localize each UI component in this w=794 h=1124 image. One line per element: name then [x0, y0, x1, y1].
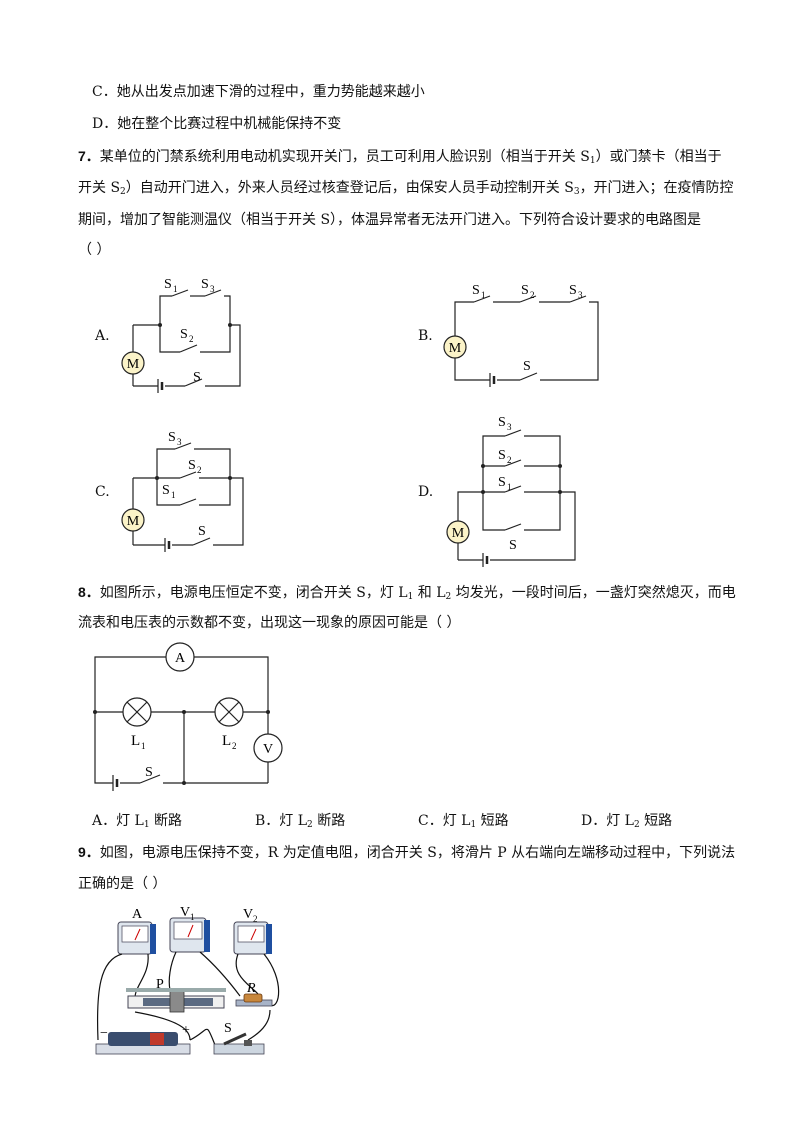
- q8-switch-label: S: [145, 765, 153, 780]
- q8-option-b: B．灯 L2 断路: [255, 813, 346, 830]
- svg-text:1: 1: [171, 490, 176, 500]
- svg-text:2: 2: [530, 290, 535, 300]
- q9-resistor-label: R: [246, 981, 256, 996]
- q7-option-d-label: D.: [418, 484, 434, 500]
- q7d-motor-label: M: [452, 526, 465, 541]
- q9-battery-minus: −: [100, 1026, 108, 1041]
- q7-option-b-label: B.: [418, 328, 433, 344]
- svg-text:S: S: [198, 524, 206, 539]
- q9-v2-label: V: [243, 907, 253, 922]
- q8-option-d: D．灯 L2 短路: [581, 813, 673, 830]
- svg-text:S: S: [498, 415, 506, 430]
- q7-stem-line1: 7．某单位的门禁系统利用电动机实现开关门，员工可利用人脸识别（相当于开关 S1）…: [78, 148, 722, 166]
- q9-switch-label: S: [224, 1021, 232, 1036]
- q6-option-d: D．她在整个比赛过程中机械能保持不变: [92, 116, 342, 132]
- q7c-motor-label: M: [127, 514, 140, 529]
- q7b-motor-label: M: [449, 341, 462, 356]
- q8-lamp1-label: L: [131, 733, 140, 749]
- q7-option-c-label: C.: [95, 484, 110, 500]
- q7-stem-line2: 开关 S2）自动开门进入，外来人员经过核查登记后，由保安人员手动控制开关 S3，…: [78, 180, 734, 197]
- svg-text:3: 3: [507, 422, 512, 432]
- svg-text:S: S: [523, 359, 531, 374]
- svg-text:1: 1: [190, 912, 195, 922]
- svg-text:S: S: [164, 277, 172, 292]
- svg-text:S: S: [509, 538, 517, 553]
- svg-text:1: 1: [141, 741, 146, 751]
- q7a-motor-label: M: [127, 357, 140, 372]
- q9-v1-label: V: [180, 905, 190, 920]
- q8-lamp-1: [122, 697, 152, 727]
- svg-text:S: S: [193, 370, 201, 385]
- svg-text:1: 1: [481, 290, 486, 300]
- q9-switch: [213, 1032, 265, 1055]
- q7-answer-bracket: （ ）: [78, 242, 111, 258]
- q9-stem-line1: 9．如图，电源电压保持不变，R 为定值电阻，闭合开关 S，将滑片 P 从右端向左…: [78, 844, 736, 861]
- svg-text:3: 3: [210, 284, 215, 294]
- svg-text:2: 2: [189, 334, 194, 344]
- q9-voltmeter-2: [233, 921, 272, 955]
- q9-ammeter: [117, 921, 156, 955]
- q7-number: 7．: [78, 148, 100, 164]
- q8-option-c: C．灯 L1 短路: [418, 813, 509, 830]
- svg-text:S: S: [498, 475, 506, 490]
- q8-number: 8．: [78, 584, 100, 600]
- svg-text:3: 3: [578, 290, 583, 300]
- svg-text:S: S: [168, 430, 176, 445]
- q8-stem-line2: 流表和电压表的示数都不变，出现这一现象的原因可能是（ ）: [78, 615, 461, 631]
- q9-battery-plus: +: [182, 1023, 190, 1038]
- svg-text:1: 1: [507, 482, 512, 492]
- svg-text:S: S: [472, 283, 480, 298]
- q9-number: 9．: [78, 844, 100, 860]
- q9-voltmeter-1: [169, 917, 210, 953]
- svg-text:2: 2: [232, 741, 237, 751]
- svg-text:S: S: [180, 327, 188, 342]
- q8-lamp2-label: L: [222, 733, 231, 749]
- q9-stem-line2: 正确的是（ ）: [78, 876, 167, 892]
- svg-text:S: S: [162, 483, 170, 498]
- svg-text:S: S: [201, 277, 209, 292]
- q6-option-c: C．她从出发点加速下滑的过程中，重力势能越来越小: [92, 84, 425, 100]
- q8-ammeter-label: A: [175, 651, 186, 666]
- svg-text:S: S: [521, 283, 529, 298]
- q7-option-a-label: A.: [95, 328, 110, 344]
- q8-stem-line1: 8．如图所示，电源电压恒定不变，闭合开关 S，灯 L1 和 L2 均发光，一段时…: [78, 584, 736, 602]
- q8-lamp-2: [214, 697, 244, 727]
- q9-ammeter-label: A: [132, 907, 143, 922]
- svg-text:2: 2: [197, 465, 202, 475]
- svg-text:2: 2: [507, 455, 512, 465]
- svg-text:S: S: [188, 458, 196, 473]
- q8-option-a: A．灯 L1 断路: [92, 813, 183, 830]
- q9-resistor: [235, 993, 273, 1007]
- q9-rheostat: [126, 988, 226, 1013]
- svg-text:2: 2: [253, 914, 258, 924]
- svg-text:1: 1: [173, 284, 178, 294]
- svg-text:S: S: [498, 448, 506, 463]
- svg-text:S: S: [569, 283, 577, 298]
- q9-battery: [95, 1032, 191, 1055]
- svg-text:3: 3: [177, 437, 182, 447]
- q8-voltmeter-label: V: [263, 742, 273, 757]
- q9-slider-label: P: [156, 977, 164, 992]
- q7-stem-line3: 期间，增加了智能测温仪（相当于开关 S），体温异常者无法开门进入。下列符合设计要…: [78, 212, 702, 228]
